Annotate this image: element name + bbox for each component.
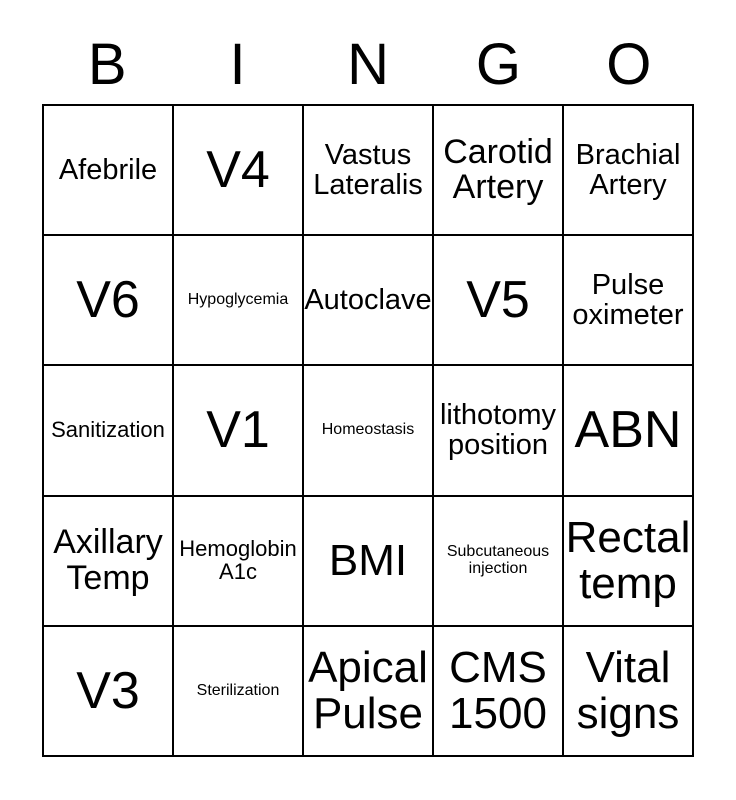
bingo-cell[interactable]: V1 [174,366,304,497]
bingo-cell-label: Hypoglycemia [187,290,289,308]
bingo-cell[interactable]: Sanitization [44,366,174,497]
bingo-cell[interactable]: V4 [174,106,304,237]
bingo-cell[interactable]: Afebrile [44,106,174,237]
bingo-cell[interactable]: ABN [564,366,694,497]
bingo-cell[interactable]: Carotid Artery [434,106,564,237]
header-letter-o: O [606,32,652,97]
bingo-cell-label: Carotid Artery [443,132,553,207]
bingo-cell-label: V4 [206,141,270,200]
bingo-cell-label: Vital signs [576,643,680,738]
bingo-cell-label: ABN [574,401,682,460]
bingo-cell-label: Subcutaneous injection [446,543,550,577]
bingo-cell[interactable]: Autoclave [304,236,434,367]
header-letter-b: B [87,32,127,97]
bingo-cell[interactable]: Brachial Artery [564,106,694,237]
bingo-cell[interactable]: BMI [304,496,434,627]
bingo-cell[interactable]: Vastus Lateralis [304,106,434,237]
bingo-cell-label: Brachial Artery [575,138,681,202]
bingo-cell[interactable]: Axillary Temp [44,496,174,627]
bingo-cell[interactable]: Homeostasis [304,366,434,497]
bingo-header: B I N G O [42,26,694,104]
bingo-cell[interactable]: CMS 1500 [434,626,564,757]
bingo-cell-label: V5 [466,271,530,330]
bingo-cell-label: V1 [206,401,270,460]
bingo-cell[interactable]: V6 [44,236,174,367]
bingo-cell[interactable]: lithotomy position [434,366,564,497]
bingo-cell-label: Sanitization [51,417,165,443]
bingo-cell[interactable]: Hypoglycemia [174,236,304,367]
bingo-cell-label: Vastus Lateralis [313,138,423,202]
bingo-cell-label: Axillary Temp [53,523,163,597]
bingo-cell[interactable]: Rectal temp [564,496,694,627]
bingo-cell-label: V6 [76,271,140,330]
bingo-cell-label: Afebrile [58,154,158,187]
bingo-cell-label: V3 [76,661,140,720]
bingo-cell-label: lithotomy position [439,399,557,462]
bingo-cell[interactable]: Vital signs [564,626,694,757]
header-letter-i: I [229,32,246,97]
bingo-cell-label: Rectal temp [565,512,691,608]
bingo-cell[interactable]: Sterilization [174,626,304,757]
bingo-cell[interactable]: V3 [44,626,174,757]
bingo-cell-label: Sterilization [196,681,280,699]
bingo-cell-label: Autoclave [304,284,432,317]
header-letter-g: G [475,32,521,97]
bingo-cell-label: Homeostasis [321,421,415,439]
bingo-cell[interactable]: Subcutaneous injection [434,496,564,627]
bingo-cell-label: BMI [328,535,408,585]
header-letter-n: N [347,32,389,97]
bingo-cell-label: Pulse oximeter [572,269,684,332]
bingo-grid: Afebrile V4 Vastus Lateralis Carotid Artery… [42,104,694,757]
bingo-cell[interactable]: V5 [434,236,564,367]
bingo-cell-label: Apical Pulse [308,643,428,738]
bingo-cell-label: CMS 1500 [449,643,547,738]
bingo-cell[interactable]: Pulse oximeter [564,236,694,367]
bingo-cell[interactable]: Apical Pulse [304,626,434,757]
